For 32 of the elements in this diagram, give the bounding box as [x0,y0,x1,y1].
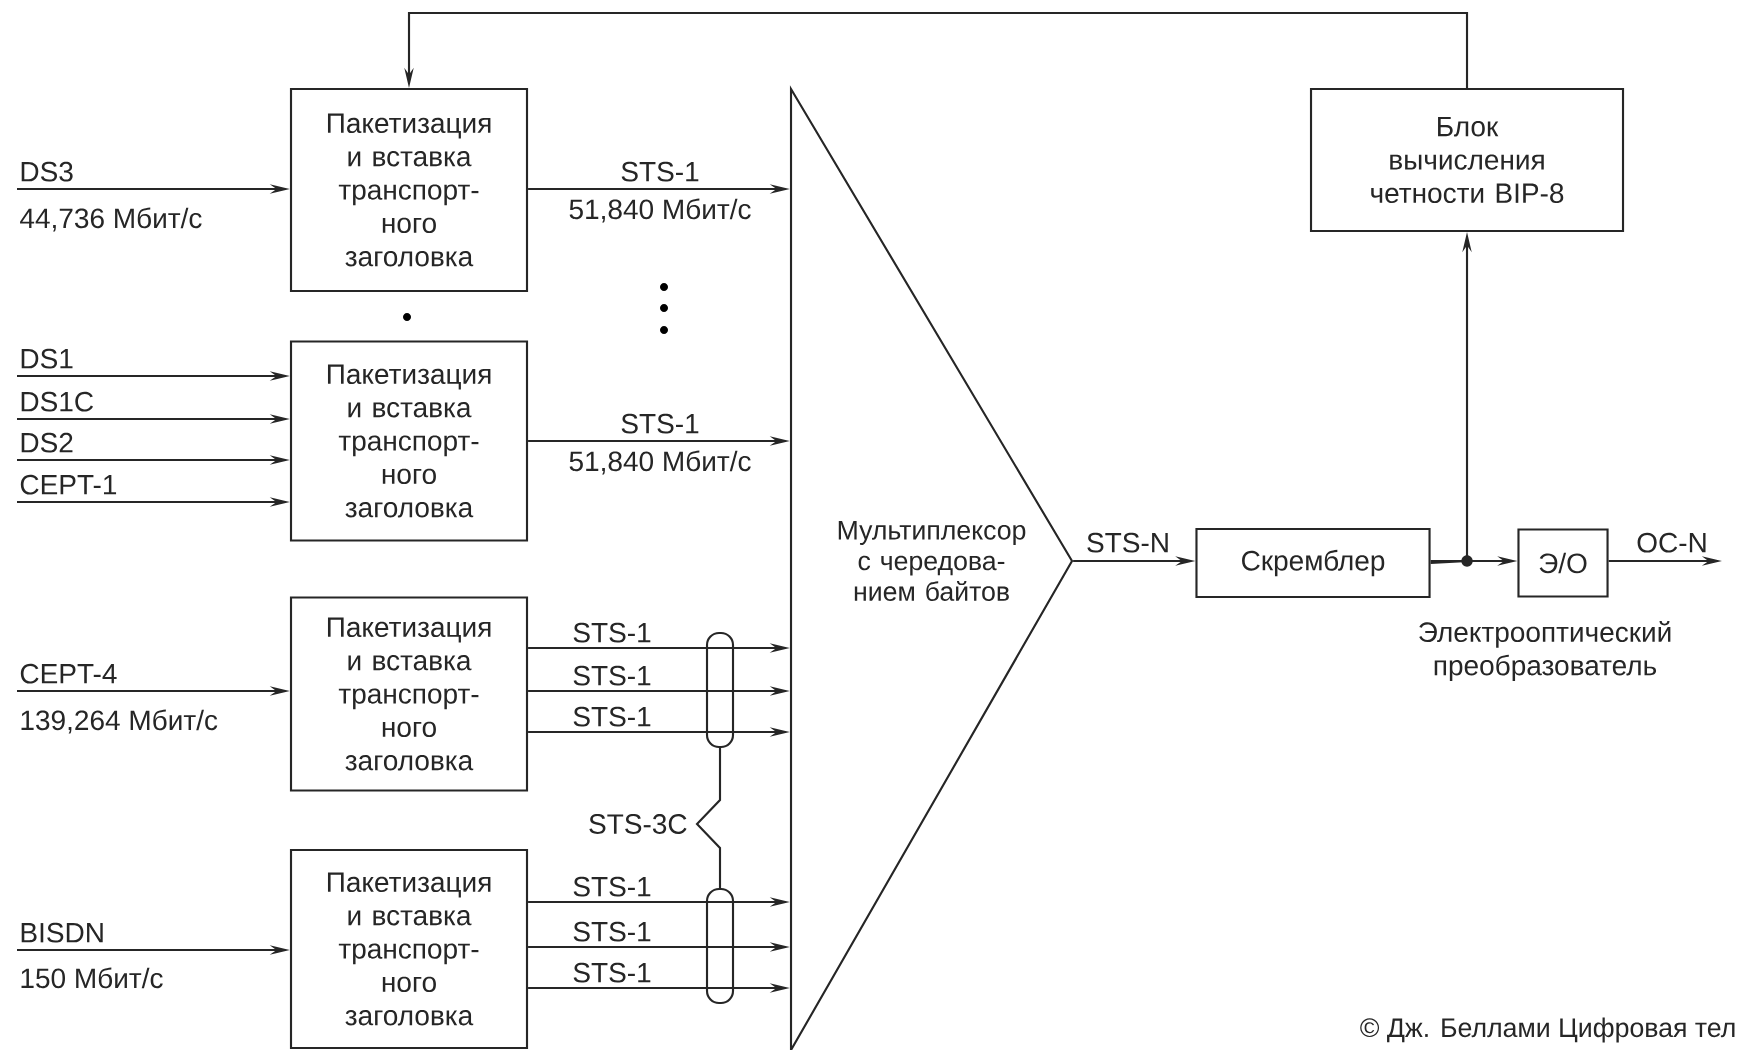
edge-label: STS-1 [573,921,651,942]
edge-label: DS1 [21,348,73,369]
edge-label: OC-N [1637,532,1706,553]
process-box: Пакетизация и вставка транспорт-ного заголовка [289,848,529,1050]
process-box: Э/О [1517,528,1609,598]
process-box: Пакетизация и вставка транспорт-ного заголовка [289,340,529,542]
edge-label: STS-1 [573,706,651,727]
edge-label: DS3 [21,161,73,182]
rate-label: 51,840 Мбит/с [569,198,751,223]
edge-label: DS1C [21,391,93,412]
edge-label: BISDN [21,922,103,943]
edge-label: STS-1 [621,413,699,434]
edge-label: DS2 [21,432,73,453]
edge-label: CEPT-4 [20,663,117,684]
edge-label: STS-N [1087,532,1168,553]
edge-label: STS-1 [621,161,699,182]
rate-label: 44,736 Мбит/с [20,207,202,232]
process-box: Блок вычисления четности BIP-8 [1309,87,1625,233]
edge-label: STS-1 [573,962,651,983]
rate-label: STS-3C [589,814,687,834]
edge-label: CEPT-1 [20,474,117,495]
edge-label: STS-1 [573,665,651,686]
rate-label: 51,840 Мбит/с [569,450,751,475]
process-box: Скремблер [1195,527,1431,599]
rate-label: 150 Мбит/с [21,967,163,989]
process-box: Пакетизация и вставка транспорт-ного заголовка [289,87,529,293]
process-box: Пакетизация и вставка транспорт-ного заголовка [289,596,529,792]
rate-label: 139,264 Мбит/с [21,709,218,734]
caption: © Дж. Беллами Цифровая тел [1360,1017,1735,1043]
edge-label: STS-1 [573,876,651,897]
edge-label: STS-1 [573,622,651,643]
caption-text: Электрооптический преобразователь [1419,621,1671,681]
